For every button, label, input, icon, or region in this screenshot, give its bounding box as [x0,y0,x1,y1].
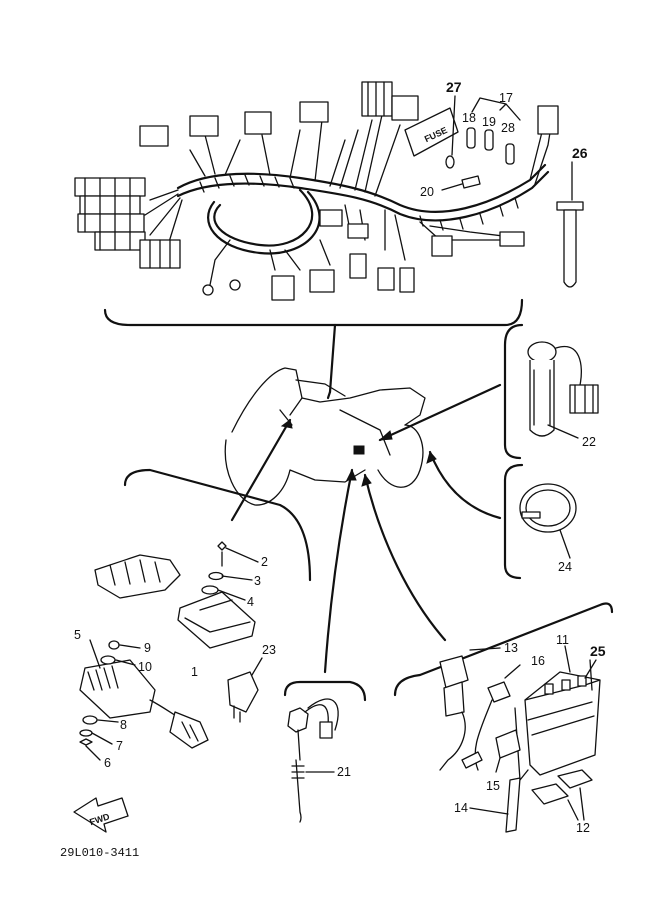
callout-6: 6 [104,756,111,770]
callout-28: 28 [501,121,515,135]
callout-1: 1 [191,665,198,679]
callout-2: 2 [261,555,268,569]
bracket-21 [283,680,367,702]
part-21-switch [287,698,339,823]
callout-19: 19 [482,115,496,129]
arrow-21 [323,468,354,674]
part-15-bracket [495,729,521,773]
arrow-cdi [230,418,292,522]
arrow-24 [428,450,502,520]
callout-22: 22 [582,435,596,449]
washer-27 [445,155,455,169]
leader-17 [471,97,521,121]
leader-25 [589,659,593,691]
bracket-22 [503,323,524,460]
harness-leader [328,323,337,394]
part-5-regulator [79,639,209,749]
leader-20 [441,183,463,191]
arrow-22 [378,383,502,442]
callout-17: 17 [499,91,513,105]
callout-9: 9 [144,641,151,655]
callout-20: 20 [420,185,434,199]
bracket-24 [503,463,524,580]
callout-10: 10 [138,660,152,674]
callout-26: 26 [572,145,588,161]
bracket-battery [393,602,614,697]
callout-21: 21 [337,765,351,779]
fasteners-6-to-10 [79,640,141,761]
callout-14: 14 [454,801,468,815]
fuse-28 [505,143,515,165]
leader-27 [451,95,456,156]
callout-23: 23 [262,643,276,657]
fasteners-2-3-4 [201,541,259,601]
callout-4: 4 [247,595,254,609]
callout-5: 5 [74,628,81,642]
bracket-cdi [123,468,312,582]
part-23-relay [227,657,263,723]
part-24-cap [519,483,577,559]
callout-27: 27 [446,79,462,95]
part-1-cdi-unit [94,554,256,649]
part-13-fuse-holder [439,647,501,771]
fuse-19 [484,129,494,151]
harness-bracket [103,298,524,327]
part-16-connector [461,664,521,771]
callout-11: 11 [556,633,569,647]
callout-7: 7 [116,739,123,753]
ecu-location-marker [353,445,365,455]
callout-12: 12 [576,821,590,835]
wire-harness: FUSE [74,81,559,301]
callout-8: 8 [120,718,127,732]
part-14-tube [469,777,521,833]
fuse-18 [466,127,476,149]
part-11-battery [514,645,601,781]
callout-25: 25 [590,643,606,659]
drawing-code: 29L010-3411 [60,846,139,860]
callout-16: 16 [531,654,545,668]
callout-15: 15 [486,779,500,793]
callout-numbers: 1 2 3 4 5 6 7 8 9 10 11 12 13 14 15 16 1… [74,79,606,835]
fwd-arrow: FWD [73,797,129,833]
motorcycle-outline [224,367,426,506]
part-12-pads [531,769,593,821]
cable-band-26 [556,201,584,288]
callout-3: 3 [254,574,261,588]
screw-20 [461,175,481,189]
arrow-battery [363,473,447,642]
callout-18: 18 [462,111,476,125]
callout-13: 13 [504,641,518,655]
part-22-sensor [527,341,599,439]
callout-24: 24 [558,560,572,574]
